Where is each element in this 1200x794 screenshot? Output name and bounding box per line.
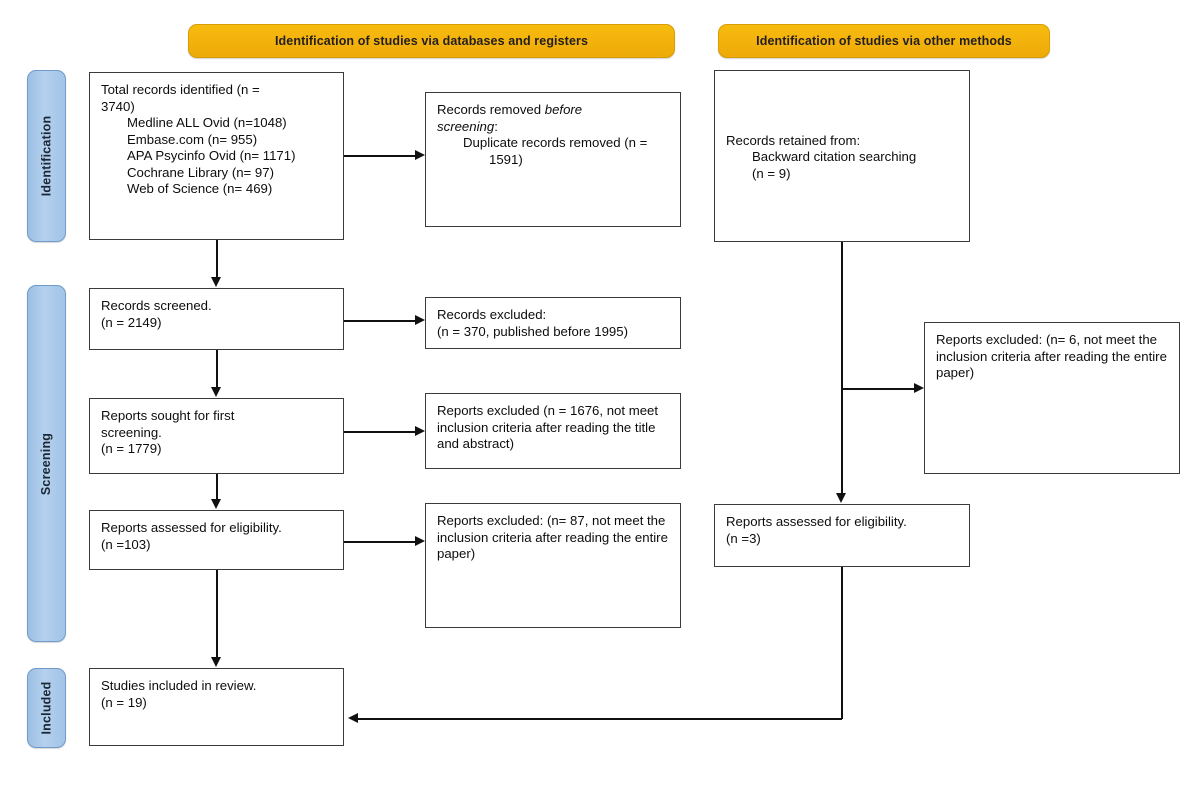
records-removed-line2: screening: (437, 119, 670, 136)
reports-sought-line1: Reports sought for first (101, 408, 235, 423)
arrowhead-total-records-to-screened (211, 277, 221, 287)
banner-databases-and-registers: Identification of studies via databases … (188, 24, 675, 58)
records-screened-line1: Records screened. (101, 298, 212, 313)
phase-label-identification: Identification (27, 70, 66, 242)
reports-assessed-right-line1: Reports assessed for eligibility. (726, 514, 907, 529)
connector-retained-to-assessed-right (841, 242, 843, 494)
connector-reports-sought-to-assessed (216, 474, 218, 500)
arrowhead-right-branch-to-excluded-full (914, 382, 924, 393)
records-removed-emphasis-screening: screening (437, 118, 495, 134)
connector-assessed-right-down (841, 567, 843, 719)
phase-included-text: Included (39, 681, 54, 735)
studies-included-line2: (n = 19) (101, 694, 147, 710)
records-retained-line3: (n = 9) (752, 165, 791, 181)
records-removed-colon: : (494, 118, 498, 134)
banner-other-methods-label: Identification of studies via other meth… (756, 34, 1012, 48)
phase-identification-text: Identification (39, 115, 54, 197)
banner-databases-label: Identification of studies via databases … (274, 34, 589, 48)
arrowhead-total-records-to-removed (415, 149, 425, 160)
arrowhead-reports-sought-to-excluded (415, 425, 425, 436)
records-screened-line2: (n = 2149) (101, 314, 162, 330)
arrowhead-reports-sought-to-assessed (211, 499, 221, 509)
connector-assessed-to-studies-included (216, 570, 218, 658)
banner-other-methods: Identification of studies via other meth… (718, 24, 1050, 58)
box-records-retained: Records retained from: Backward citation… (714, 70, 970, 242)
arrowhead-screened-to-excluded (415, 314, 425, 325)
box-studies-included-in-review: Studies included in review. (n = 19) (89, 668, 344, 746)
connector-total-records-to-removed (344, 155, 416, 157)
connector-assessed-right-to-studies-included (358, 718, 842, 720)
box-total-records-identified: Total records identified (n = 3740) Medl… (89, 72, 344, 240)
phase-label-included: Included (27, 668, 66, 748)
records-removed-emphasis-before: before (544, 102, 583, 117)
connector-assessed-to-excluded-full (344, 541, 416, 543)
arrowhead-right-to-studies-included (348, 713, 358, 723)
connector-total-records-to-screened (216, 240, 218, 278)
phase-label-screening: Screening (27, 285, 66, 642)
arrowhead-screened-to-reports-sought (211, 387, 221, 397)
total-records-source-apa-psycinfo: APA Psycinfo Ovid (n= 1171) (127, 148, 296, 163)
arrowhead-assessed-to-excluded-full (415, 535, 425, 546)
box-reports-excluded-full-text-right: Reports excluded: (n= 6, not meet the in… (924, 322, 1180, 474)
box-records-screened: Records screened. (n = 2149) (89, 288, 344, 350)
records-removed-duplicates: Duplicate records removed (n = 1591) (463, 135, 652, 167)
total-records-source-web-of-science: Web of Science (n= 469) (127, 181, 273, 196)
phase-screening-text: Screening (39, 432, 54, 495)
arrowhead-retained-to-assessed-right (836, 493, 846, 503)
box-reports-sought-first-screening: Reports sought for first screening. (n =… (89, 398, 344, 474)
box-records-excluded: Records excluded: (n = 370, published be… (425, 297, 681, 349)
arrowhead-assessed-to-studies-included (211, 657, 221, 667)
reports-excluded-full-left-text: Reports excluded: (n= 87, not meet the i… (437, 513, 672, 561)
reports-sought-line2: screening. (101, 424, 162, 440)
total-records-source-cochrane: Cochrane Library (n= 97) (127, 164, 274, 180)
records-excluded-line1: Records excluded: (437, 307, 547, 322)
reports-assessed-right-line2: (n =3) (726, 530, 761, 546)
records-retained-line2: Backward citation searching (752, 149, 917, 165)
studies-included-line1: Studies included in review. (101, 678, 257, 693)
records-retained-line1: Records retained from: (726, 132, 861, 148)
total-records-source-medline: Medline ALL Ovid (n=1048) (127, 115, 287, 130)
reports-assessed-left-line2: (n =103) (101, 536, 151, 552)
reports-excluded-title-abstract-text: Reports excluded (n = 1676, not meet inc… (437, 403, 662, 451)
total-records-line1: Total records identified (n = (101, 82, 260, 97)
box-reports-assessed-eligibility-left: Reports assessed for eligibility. (n =10… (89, 510, 344, 570)
box-records-removed-before-screening: Records removed before screening: Duplic… (425, 92, 681, 227)
reports-excluded-full-right-text: Reports excluded: (n= 6, not meet the in… (936, 332, 1171, 380)
box-reports-assessed-eligibility-right: Reports assessed for eligibility. (n =3) (714, 504, 970, 567)
connector-reports-sought-to-excluded (344, 431, 416, 433)
records-removed-line1: Records removed before (437, 102, 670, 119)
connector-right-branch-to-excluded-full (841, 388, 915, 390)
total-records-source-embase: Embase.com (n= 955) (127, 131, 258, 147)
reports-assessed-left-line1: Reports assessed for eligibility. (101, 520, 282, 535)
total-records-line2: 3740) (101, 98, 135, 114)
connector-screened-to-excluded (344, 320, 416, 322)
reports-sought-line3: (n = 1779) (101, 441, 162, 456)
records-removed-prefix: Records removed (437, 102, 545, 117)
box-reports-excluded-full-text-left: Reports excluded: (n= 87, not meet the i… (425, 503, 681, 628)
box-reports-excluded-title-abstract: Reports excluded (n = 1676, not meet inc… (425, 393, 681, 469)
records-excluded-line2: (n = 370, published before 1995) (437, 323, 628, 339)
connector-screened-to-reports-sought (216, 350, 218, 388)
